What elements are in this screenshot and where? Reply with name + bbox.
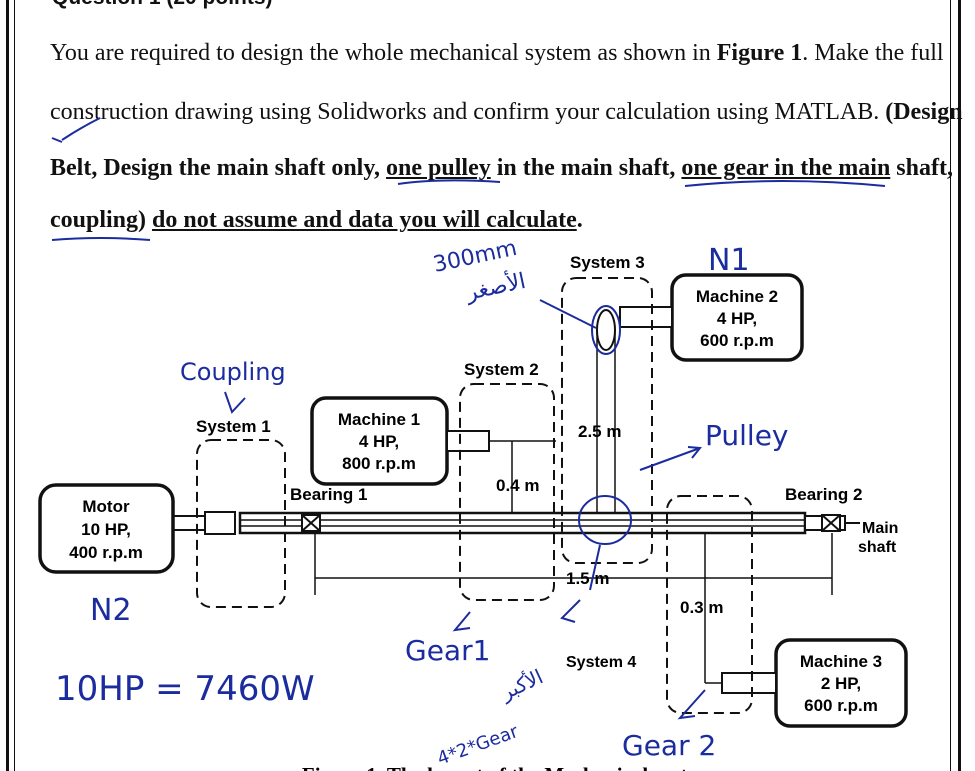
bearing-2-label: Bearing 2 — [785, 485, 862, 504]
machine-2-speed: 600 r.p.m — [700, 331, 774, 350]
pen-underline — [397, 179, 501, 185]
arrow-gear1 — [452, 611, 471, 632]
figure-caption: Figure 1. The layout of the Mechanical s… — [302, 763, 715, 771]
machine-3-label: Machine 3 — [800, 652, 882, 671]
dimension-lines — [314, 533, 833, 595]
coupling-shaft — [173, 511, 236, 535]
handwritten-gear1: Gear1 — [405, 634, 490, 667]
arrow-pulley-main — [560, 544, 601, 623]
design-bold: (Design — [885, 99, 963, 125]
arrow-pulley — [639, 446, 702, 471]
text: shaft, — [890, 155, 953, 181]
main-shaft — [238, 511, 860, 535]
motor-power: 10 HP, — [81, 520, 131, 539]
text: coupling) — [50, 207, 153, 233]
handwritten-arabic-smaller: الأصغر — [463, 267, 528, 306]
handwritten-n1: N1 — [708, 243, 750, 278]
handwritten-power-conversion: 10HP = 7460W — [55, 669, 315, 709]
text: . — [576, 207, 583, 233]
dimension-0-3m: 0.3 m — [680, 598, 723, 617]
bearing-2-symbol — [821, 514, 841, 532]
system-1-boundary — [196, 439, 286, 608]
page-frame-outer — [6, 0, 961, 771]
handwritten-pulley: Pulley — [705, 419, 789, 452]
circle-pulley-main — [578, 495, 632, 545]
dimension-0-4m: 0.4 m — [496, 476, 539, 495]
machine-2-box: Machine 2 4 HP, 600 r.p.m — [596, 273, 804, 512]
machine-2-power: 4 HP, — [717, 309, 757, 328]
bearing-1-symbol — [301, 514, 321, 532]
text: . Make the full — [802, 40, 944, 66]
motor-label: Motor — [82, 497, 130, 516]
motor-speed: 400 r.p.m — [69, 543, 143, 562]
system-3-label: System 3 — [570, 253, 645, 272]
question-title: Question 1 (20 points) — [52, 0, 273, 10]
bearing-1-label: Bearing 1 — [290, 485, 367, 504]
handwritten-gear2: Gear 2 — [622, 729, 716, 762]
system-2-label: System 2 — [464, 360, 539, 379]
system-2-boundary — [459, 383, 555, 601]
text-underlined: one gear in the main — [681, 155, 891, 181]
machine-3-speed: 600 r.p.m — [804, 696, 878, 715]
handwritten-n2: N2 — [90, 593, 132, 628]
arrow-to-coupling — [224, 391, 246, 414]
pen-underline — [684, 180, 886, 187]
machine-3-box: Machine 3 2 HP, 600 r.p.m — [704, 533, 908, 728]
machine-3-power: 2 HP, — [821, 674, 861, 693]
system-1-label: System 1 — [196, 417, 271, 436]
arrow-to-pulley-small — [539, 299, 597, 329]
paragraph-line-4: coupling) do not assume and data you wil… — [50, 207, 583, 234]
handwritten-arabic-larger: الأكبر — [496, 664, 547, 705]
machine-2-label: Machine 2 — [696, 287, 778, 306]
paragraph-line-1: You are required to design the whole mec… — [50, 40, 944, 67]
machine-1-speed: 800 r.p.m — [342, 454, 416, 473]
handwritten-coupling: Coupling — [180, 358, 286, 386]
text-underlined: one pulley — [386, 155, 491, 181]
motor-box: Motor 10 HP, 400 r.p.m — [38, 483, 175, 574]
paragraph-line-3: Belt, Design the main shaft only, one pu… — [50, 155, 953, 182]
machine-1-label: Machine 1 — [338, 410, 420, 429]
figure-ref: Figure 1 — [716, 40, 803, 66]
text-underlined: do not assume and data you will calculat… — [152, 207, 577, 233]
system-4-label: System 4 — [566, 654, 636, 671]
text: in the main shaft, — [490, 155, 682, 181]
system-3-boundary — [561, 277, 653, 564]
dimension-2-5m: 2.5 m — [578, 422, 621, 441]
main-shaft-label-2: shaft — [858, 539, 897, 556]
page-frame-inner — [14, 0, 951, 771]
circle-pulley-small — [591, 305, 621, 355]
paragraph-line-2: construction drawing using Solidworks an… — [50, 99, 963, 126]
checkmark-tail — [51, 137, 63, 143]
dimension-1-5m: 1.5 m — [566, 569, 609, 588]
pen-underline — [51, 237, 151, 241]
text: You are required to design the whole mec… — [50, 40, 717, 66]
checkmark — [61, 117, 101, 141]
text: construction drawing using Solidworks an… — [50, 99, 886, 125]
text: Belt, Design the main shaft only, — [50, 155, 387, 181]
main-shaft-label: Main — [862, 520, 898, 537]
arrow-gear2 — [677, 689, 706, 720]
machine-1-power: 4 HP, — [359, 432, 399, 451]
machine-1-box: Machine 1 4 HP, 800 r.p.m — [310, 396, 556, 513]
